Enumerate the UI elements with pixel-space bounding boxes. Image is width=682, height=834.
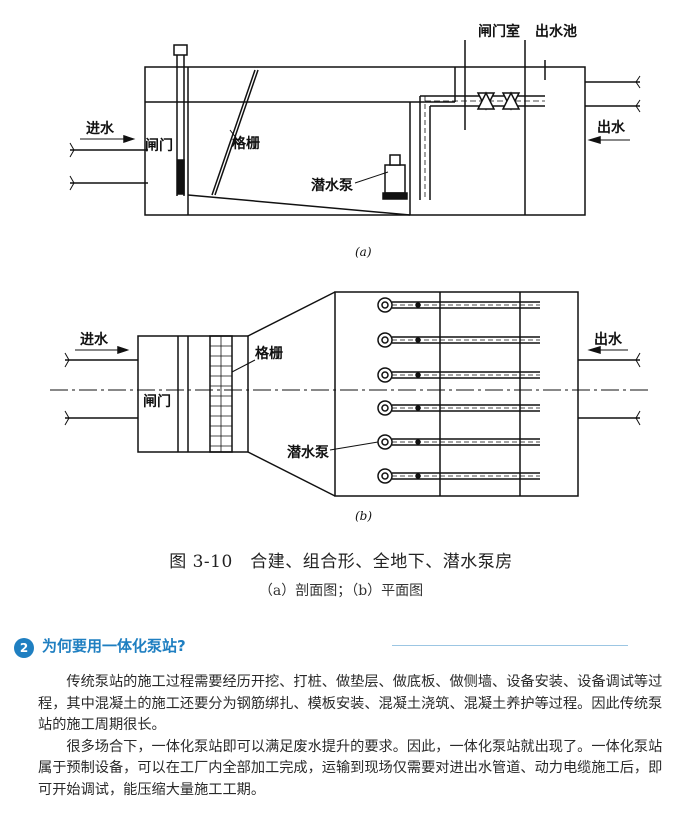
plan-view: [50, 291, 650, 497]
label-grille-b: 格栅: [255, 345, 283, 362]
label-outlet-pool: 出水池: [535, 23, 577, 40]
label-grille-a: 格栅: [232, 135, 260, 152]
section-heading: 2 为何要用一体化泵站?: [14, 632, 674, 662]
figure-subcaption: （a）剖面图；（b）平面图: [258, 583, 424, 599]
heading-rule: [392, 645, 628, 646]
label-gate-room: 闸门室: [478, 23, 520, 40]
label-pump-b: 潜水泵: [287, 444, 329, 461]
plan-pumps: [377, 297, 540, 484]
section-title: 为何要用一体化泵站?: [42, 637, 186, 655]
pump-station-drawing: 闸门室 出水池 进水 闸门 格栅 潜水泵 出水 (a) 进水 闸门 格栅 潜水泵…: [50, 23, 650, 523]
label-outlet-b: 出水: [594, 331, 623, 348]
label-pump-a: 潜水泵: [311, 177, 353, 194]
section-number-badge: 2: [14, 638, 34, 658]
label-sub-b: (b): [355, 509, 372, 523]
label-gate-b: 闸门: [143, 393, 171, 410]
paragraph-2: 很多场合下，一体化泵站即可以满足废水提升的要求。因此，一体化泵站就出现了。一体化…: [38, 738, 663, 798]
paragraph-1: 传统泵站的施工过程需要经历开挖、打桩、做垫层、做底板、做侧墙、设备安装、设备调试…: [38, 674, 663, 733]
label-sub-a: (a): [355, 245, 372, 259]
figure-caption: 图 3-10 合建、组合形、全地下、潜水泵房: [169, 552, 513, 572]
label-inlet-a: 进水: [86, 120, 115, 137]
section-view: [69, 40, 641, 216]
label-outlet-a: 出水: [597, 119, 626, 136]
label-inlet-b: 进水: [80, 331, 109, 348]
body-text: 传统泵站的施工过程需要经历开挖、打桩、做垫层、做底板、做侧墙、设备安装、设备调试…: [38, 672, 668, 801]
label-gate-a: 闸门: [145, 137, 173, 154]
